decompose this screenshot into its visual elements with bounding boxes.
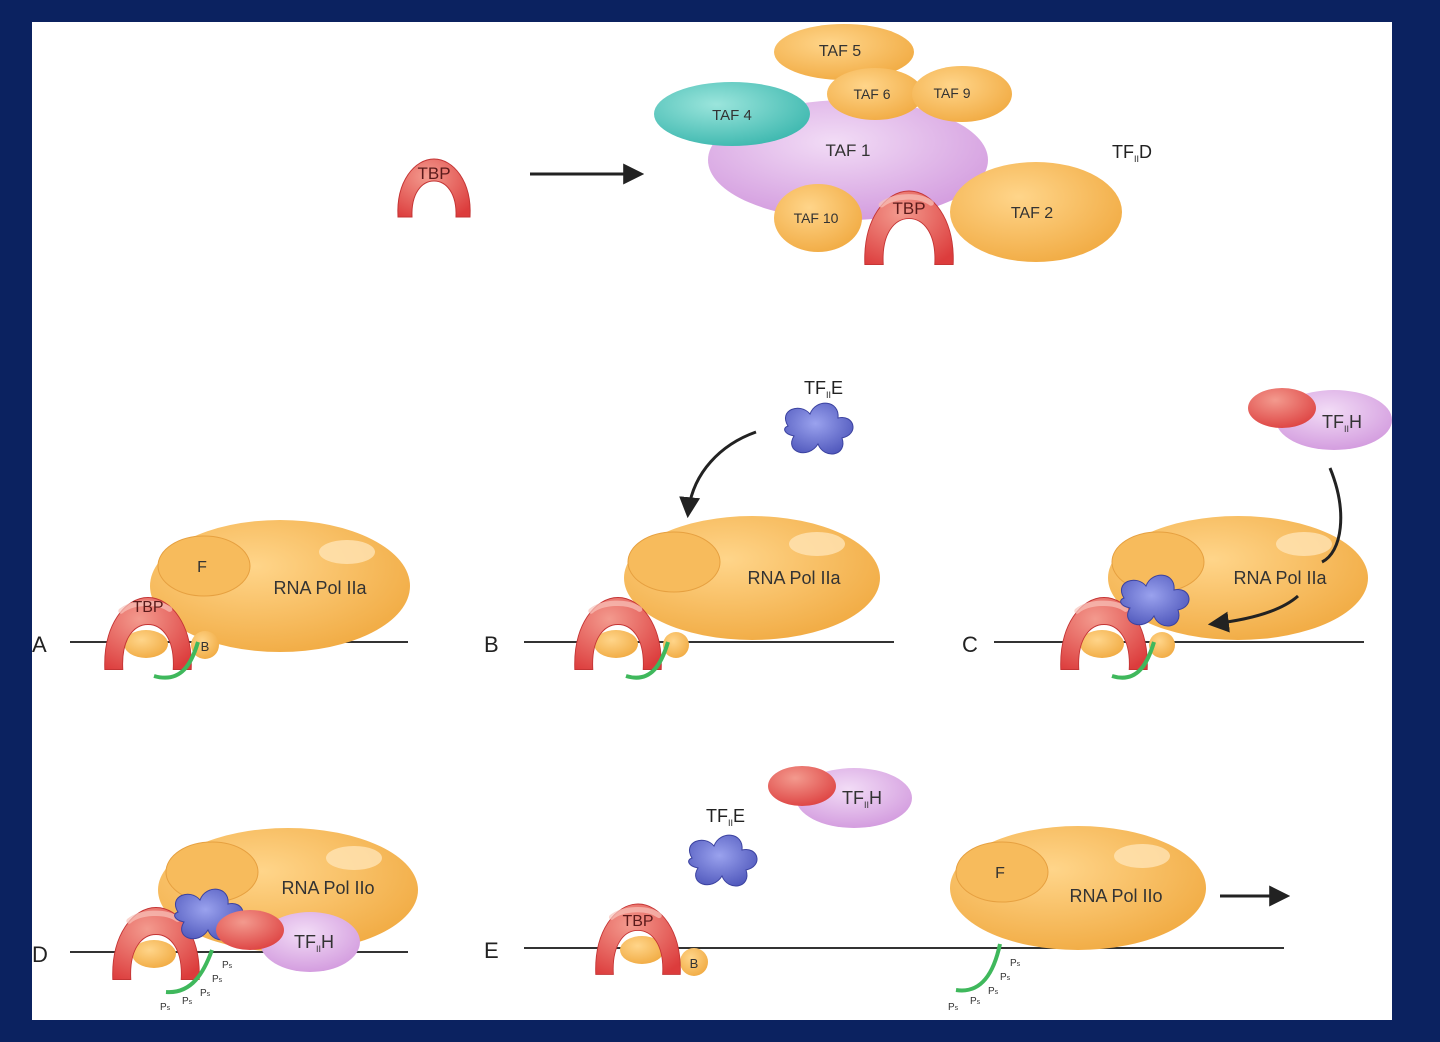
pol-b-label: RNA Pol IIa (747, 568, 841, 588)
tbp-free-label: TBP (417, 164, 450, 183)
panel-b: B RNA Pol IIa TFIIE (484, 378, 894, 680)
panel-d: D RNA Pol IIo TFIIH Ps Ps Ps Ps Ps (32, 828, 418, 1013)
transcription-initiation-diagram: TBP TAF 1 TAF 4 TAF 5 TAF 6 TAF 9 TAF 10… (32, 24, 1392, 1013)
panel-a-letter: A (32, 632, 47, 657)
taf5-label: TAF 5 (819, 43, 861, 60)
taf2-subunit (950, 162, 1122, 262)
pol-e-label: RNA Pol IIo (1069, 886, 1162, 906)
tbp-a-label: TBP (132, 599, 163, 616)
tfiif-a-label: F (197, 559, 207, 576)
panel-e: E B TBP TFIIE TFIIH F RNA Pol IIo Ps Ps … (484, 766, 1291, 1013)
svg-text:Ps: Ps (948, 1002, 959, 1013)
tfiih-c-label: TFIIH (1322, 412, 1362, 434)
svg-text:Ps: Ps (970, 996, 981, 1007)
taf9-label: TAF 9 (933, 85, 970, 101)
tfiif-e-label: F (995, 865, 1005, 882)
diagram-panel: TBP TAF 1 TAF 4 TAF 5 TAF 6 TAF 9 TAF 10… (32, 22, 1392, 1020)
tbp-a: TBP (105, 598, 192, 670)
svg-text:Ps: Ps (988, 986, 999, 997)
arrow-c-down (1321, 467, 1343, 564)
taf5-subunit (774, 24, 914, 80)
taf2-label: TAF 2 (1011, 205, 1053, 222)
tfiie-b (784, 402, 854, 455)
phospho-d: Ps Ps Ps Ps Ps (160, 960, 233, 1013)
taf4-subunit (654, 82, 810, 146)
tfiih-d (260, 912, 360, 972)
tbp-in-tfiid: TBP (865, 191, 954, 265)
taf10-subunit (774, 184, 862, 252)
pol-d-label: RNA Pol IIo (281, 878, 374, 898)
tbp-e: TBP (596, 904, 681, 974)
pol-a-label: RNA Pol IIa (273, 578, 367, 598)
tfiie-e-label: TFIIE (706, 806, 745, 828)
arrow-b (679, 430, 757, 519)
tbp-tfiid-label: TBP (892, 199, 925, 218)
arrow-c-left (1207, 594, 1299, 633)
pol-c-label: RNA Pol IIa (1233, 568, 1327, 588)
panel-d-letter: D (32, 942, 48, 967)
tfiid-label: TFIID (1112, 142, 1152, 164)
panel-a: A F RNA Pol IIa B TBP (32, 520, 410, 680)
taf10-label: TAF 10 (794, 210, 839, 226)
svg-text:Ps: Ps (182, 996, 193, 1007)
tfiib-e-label: B (690, 956, 699, 971)
tfiib-a-label: B (201, 639, 210, 654)
tfiie-e (688, 834, 758, 887)
panel-c-letter: C (962, 632, 978, 657)
taf6-subunit (827, 68, 923, 120)
tfiih-e-label: TFIIH (842, 788, 882, 810)
panel-b-letter: B (484, 632, 499, 657)
svg-text:Ps: Ps (1010, 958, 1021, 969)
tbp-free: TBP (397, 158, 471, 218)
svg-text:Ps: Ps (1000, 972, 1011, 983)
taf4-label: TAF 4 (712, 107, 752, 124)
panel-c: C RNA Pol IIa TFIIH (962, 388, 1392, 680)
taf1-label: TAF 1 (825, 141, 870, 160)
svg-text:Ps: Ps (212, 974, 223, 985)
tfiid-assembly: TBP TAF 1 TAF 4 TAF 5 TAF 6 TAF 9 TAF 10… (397, 24, 1152, 265)
svg-text:Ps: Ps (200, 988, 211, 999)
svg-text:Ps: Ps (222, 960, 233, 971)
tbp-e-label: TBP (622, 913, 653, 930)
phospho-e: Ps Ps Ps Ps Ps (948, 958, 1021, 1013)
panel-e-letter: E (484, 938, 499, 963)
tfiie-b-label: TFIIE (804, 378, 843, 400)
taf6-label: TAF 6 (853, 86, 890, 102)
tfiih-d-label: TFIIH (294, 932, 334, 954)
taf9-subunit (912, 66, 1012, 122)
svg-text:Ps: Ps (160, 1002, 171, 1013)
